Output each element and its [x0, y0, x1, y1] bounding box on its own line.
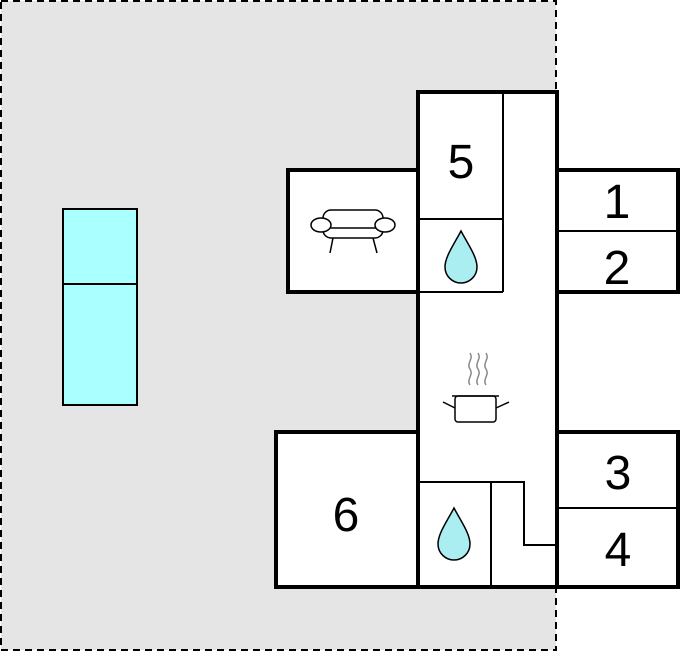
bedroom-6 [274, 430, 420, 589]
water-drop-icon [437, 506, 471, 561]
water-drop-icon [444, 229, 478, 284]
central-block [416, 90, 559, 589]
wall-lower-bath [418, 481, 557, 546]
room-number-4: 4 [605, 524, 632, 577]
cooking-pot-icon [442, 352, 510, 423]
swimming-pool [62, 208, 138, 406]
room-number-1: 1 [604, 176, 631, 229]
room-number-6: 6 [333, 489, 360, 542]
room-number-3: 3 [605, 447, 632, 500]
room-number-2: 2 [604, 242, 631, 295]
sofa-icon [310, 209, 396, 254]
room-number-5: 5 [448, 136, 475, 189]
bedroom-block-3-4 [555, 430, 680, 589]
house [274, 90, 680, 589]
